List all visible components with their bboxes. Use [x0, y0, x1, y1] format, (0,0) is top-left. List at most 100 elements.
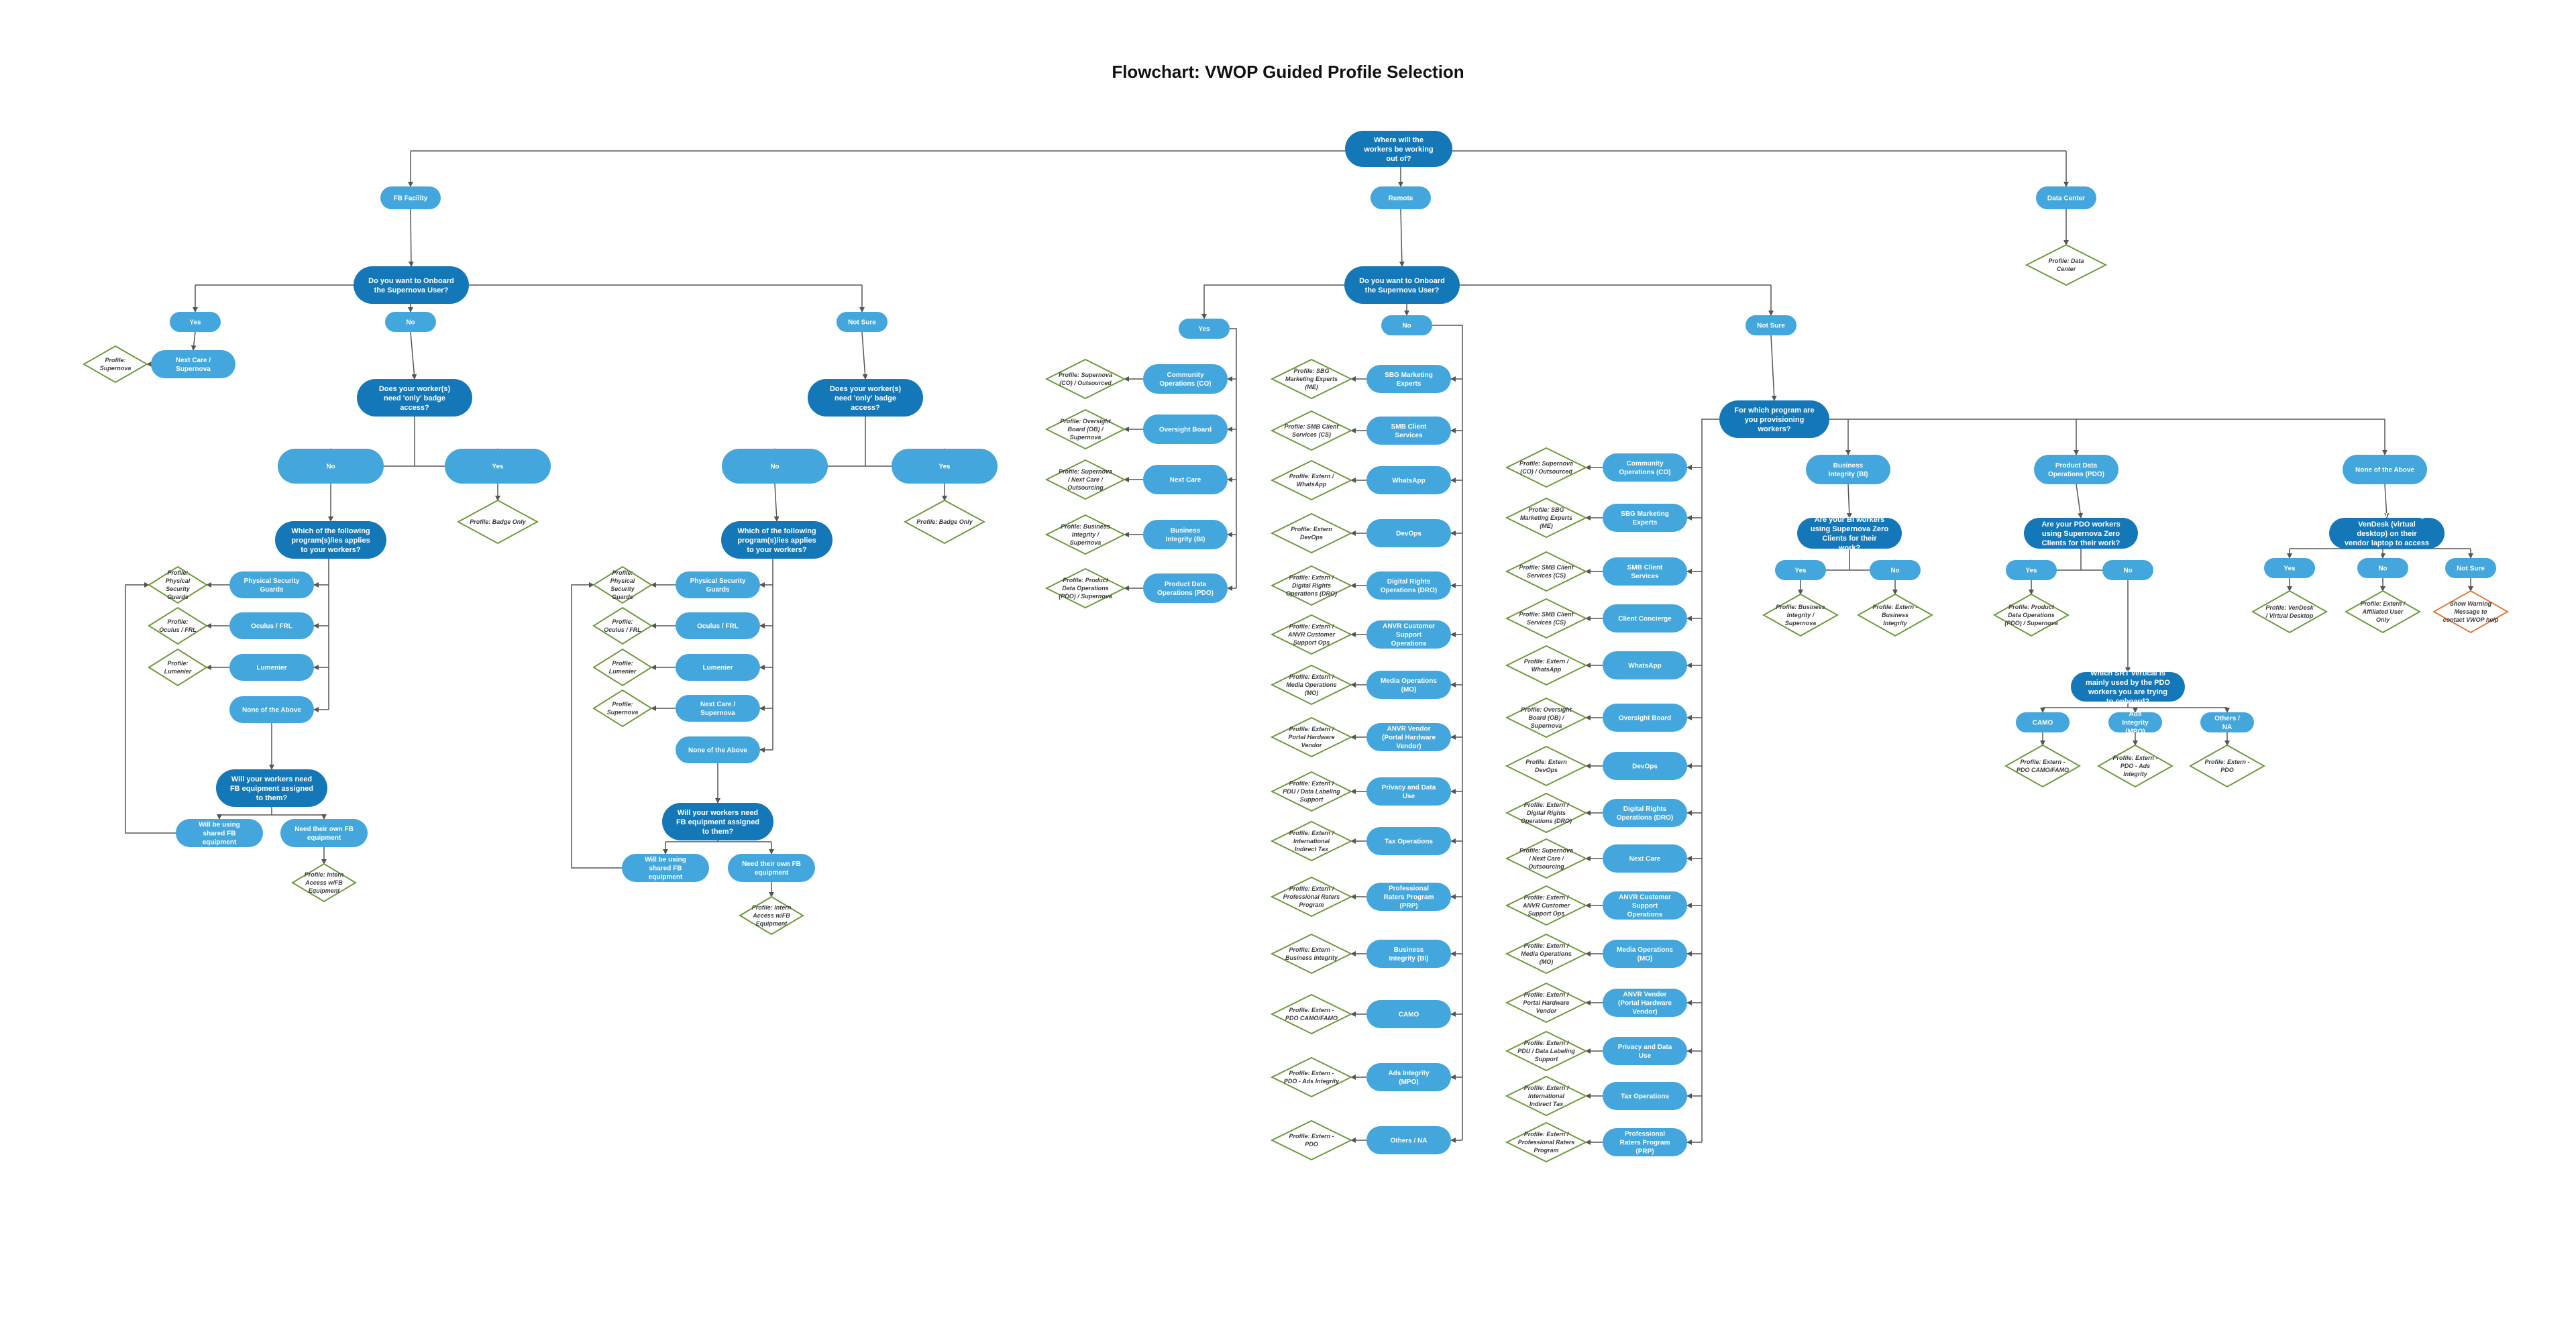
node-label: their tools? — [2367, 549, 2407, 557]
node-label: Are your BI workers — [1815, 516, 1885, 524]
node-label: Do you want to Onboard — [368, 277, 454, 285]
node-label: Oversight Board — [1159, 427, 1212, 434]
connector — [773, 483, 780, 522]
answer-pill — [837, 312, 888, 332]
answer-pill — [1603, 752, 1687, 780]
node-label: (PRP) — [1399, 903, 1417, 910]
profile-diamond — [1270, 459, 1353, 501]
answer-pill — [1143, 364, 1228, 394]
node-rns-a7: DevOps — [1603, 752, 1687, 780]
node-label: Vendor — [1536, 1007, 1557, 1014]
answer-pill — [676, 654, 760, 681]
node-ry-p3: Profile: Supernova/ Next Care /Outsourci… — [1044, 459, 1126, 500]
node-label: WhatsApp — [1297, 481, 1327, 488]
node-fbno-badge: Profile: Badge Only — [456, 499, 539, 545]
node-label: Physical — [166, 577, 191, 584]
node-label: Supernova — [1531, 722, 1562, 729]
answer-pill — [445, 449, 551, 484]
node-label: ANVR Customer — [1383, 623, 1435, 630]
node-rn-p12: Profile: Extern -Business Integrity — [1270, 933, 1353, 975]
node-rn-p9: Profile: Extern /PDU / Data LabelingSupp… — [1270, 771, 1353, 812]
node-label: (ME) — [1540, 522, 1553, 529]
node-label: NA — [2222, 724, 2232, 731]
profile-diamond — [1270, 410, 1353, 451]
node-rn-a7: Media Operations(MO) — [1366, 671, 1451, 699]
node-label: Lumenier — [164, 668, 192, 675]
node-label: shared FB — [203, 830, 236, 838]
node-label: Profile: Supernova — [1059, 372, 1112, 378]
node-label: Show Warning — [2450, 600, 2492, 607]
node-label: Operations — [1391, 641, 1427, 648]
answer-pill — [722, 449, 828, 484]
node-label: Services (CS) — [1527, 619, 1566, 626]
node-label: FB Facility — [394, 195, 428, 203]
connector — [2383, 484, 2390, 518]
question-pill — [721, 521, 833, 559]
node-label: Support Ops — [1293, 639, 1330, 646]
node-label: ANVR Customer — [1287, 631, 1336, 638]
answer-pill — [1603, 504, 1687, 532]
node-label: Profile: Extern / — [1524, 991, 1570, 998]
node-label: Which of the following — [291, 527, 370, 535]
profile-diamond — [592, 689, 653, 728]
node-label: SMB Client — [1627, 564, 1663, 571]
node-label: PDU / Data Labeling — [1517, 1048, 1575, 1054]
node-label: (MO) — [1305, 690, 1319, 696]
node-fbns-ocu: Oculus / FRL — [676, 612, 760, 639]
node-label: Supernova — [1070, 539, 1102, 546]
node-label: (MPO) — [1399, 1079, 1418, 1086]
node-label: using Supernova Zero — [2042, 530, 2120, 538]
node-label: Yes — [1198, 326, 1210, 333]
node-label: None of the Above — [688, 747, 747, 755]
answer-pill — [229, 696, 314, 723]
answer-pill — [151, 350, 235, 378]
node-label: SBG Marketing — [1385, 372, 1433, 379]
node-rns-p11: Profile: Extern /Media Operations(MO) — [1505, 933, 1588, 975]
node-label: Profile: Oversight — [1060, 418, 1112, 425]
node-label: Indirect Tax — [1529, 1101, 1564, 1107]
node-label: Experts — [1397, 380, 1421, 388]
node-label: program(s)/ies applies — [737, 537, 816, 545]
node-ry-p1: Profile: Supernova(CO) / Outsourced — [1044, 358, 1126, 400]
node-label: Integrity / — [1787, 612, 1815, 618]
answer-pill — [1603, 557, 1687, 586]
node-label: Profile: Extern - — [2112, 755, 2157, 761]
node-label: equipment — [755, 869, 789, 877]
answer-pill — [1603, 989, 1687, 1017]
node-label: PDU / Data Labeling — [1283, 788, 1340, 795]
node-label: Business — [1882, 612, 1909, 618]
question-pill — [1345, 131, 1452, 167]
node-rn-a4: DevOps — [1366, 519, 1451, 547]
node-pdo-poth: Profile: Extern -PDO — [2188, 744, 2266, 788]
node-label: mainly used by the PDO — [2086, 679, 2170, 687]
node-label: Professional — [1389, 885, 1429, 893]
node-label: Program — [1299, 901, 1324, 908]
connector-layer — [125, 150, 2473, 1145]
node-label: Lumenier — [609, 668, 637, 675]
node-label: Operations (DRO) — [1617, 814, 1673, 822]
answer-pill — [170, 312, 221, 332]
node-label: Digital Rights — [1527, 810, 1566, 816]
node-pdo-pcamo: Profile: Extern -PDO CAMO/FAMO — [2004, 744, 2082, 788]
answer-pill — [1603, 651, 1687, 679]
node-label: Profile: Extern / — [1524, 802, 1570, 808]
answer-pill — [1603, 453, 1687, 482]
node-label: Guards — [612, 594, 633, 600]
answer-pill — [385, 312, 436, 332]
answer-pill — [1603, 1128, 1687, 1156]
answer-pill — [676, 695, 760, 722]
node-label: Profile: Intern — [305, 871, 344, 878]
profile-diamond — [1505, 792, 1588, 834]
answer-pill — [2016, 712, 2070, 732]
node-label: Support — [1535, 1056, 1558, 1062]
profile-diamond — [1505, 933, 1588, 975]
node-rn-a14: Ads Integrity(MPO) — [1366, 1063, 1451, 1091]
node-label: Access w/FB — [752, 912, 790, 919]
